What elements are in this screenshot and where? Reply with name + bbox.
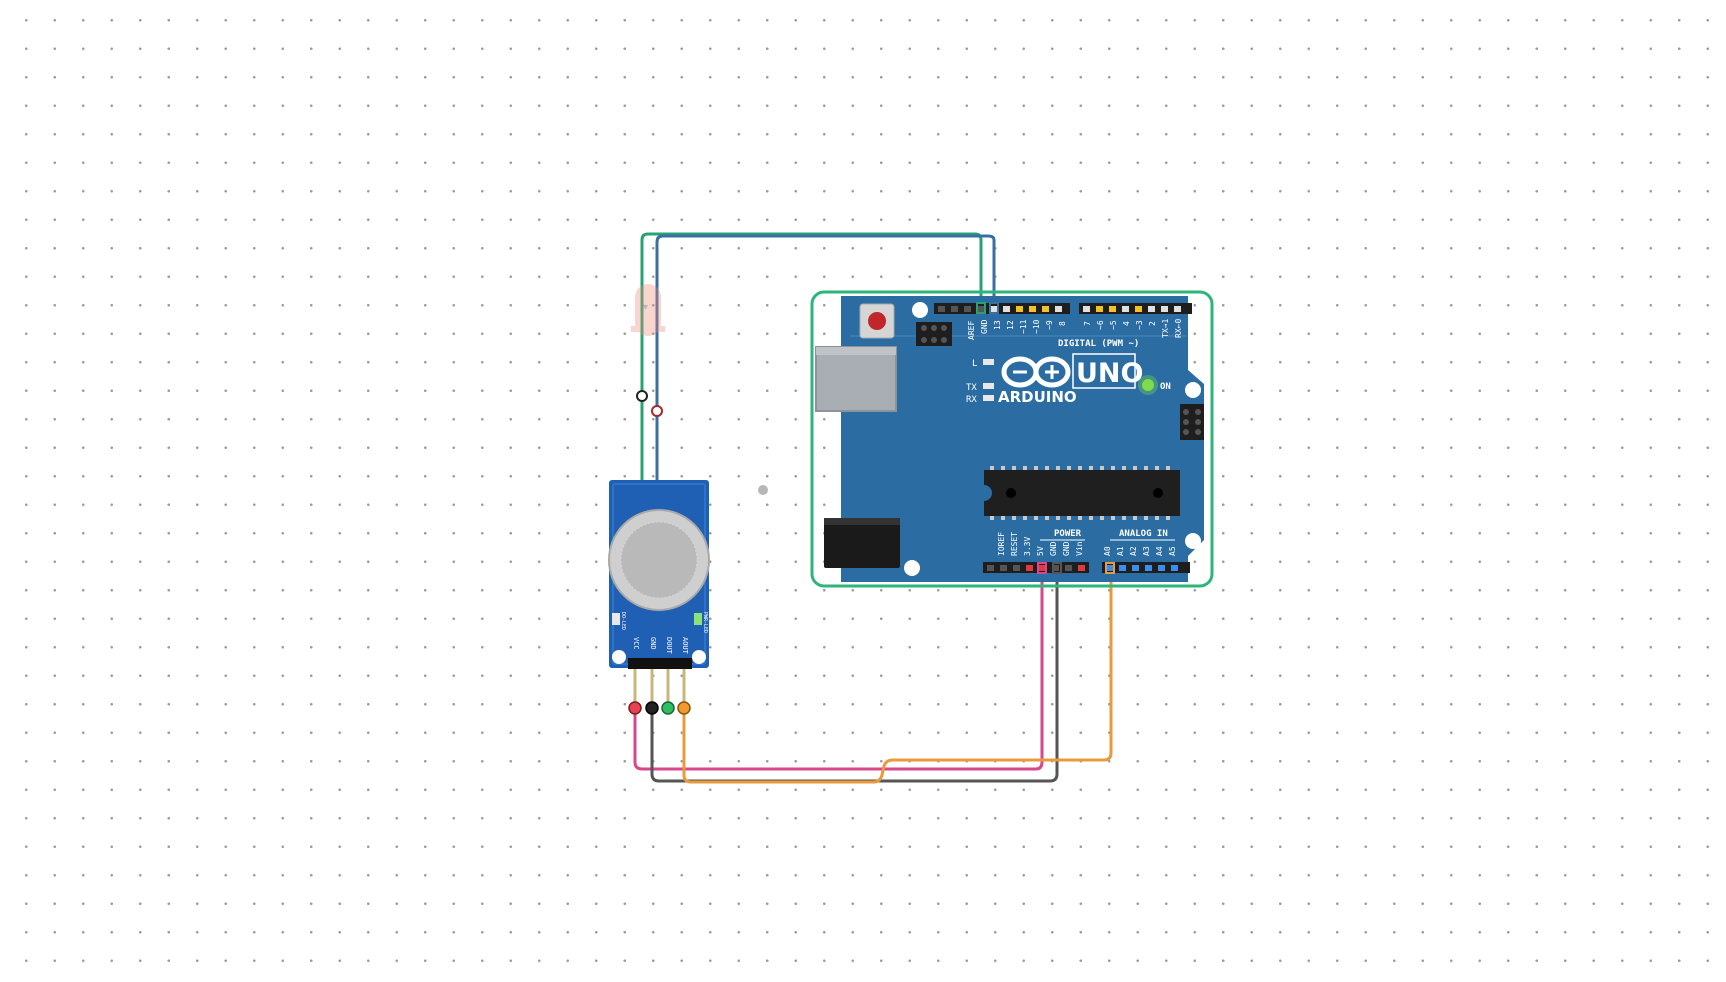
wire-green[interactable]: [640, 232, 983, 490]
pin-label-vin: Vin: [1075, 541, 1084, 556]
icsp-header-right: [1180, 404, 1204, 440]
pin-label-8: 8: [1058, 321, 1067, 326]
pin-label-2: 2: [1148, 321, 1157, 326]
pin-label-a0: A0: [1103, 546, 1112, 556]
digital-pin-sockets[interactable]: [938, 306, 1181, 312]
sensor-terminal-vcc[interactable]: [628, 701, 642, 715]
led-l: [983, 359, 994, 365]
wire-end-5v[interactable]: [1037, 562, 1047, 574]
digital-header-label: DIGITAL (PWM ~): [1058, 339, 1139, 349]
led-l-label: L: [972, 359, 977, 369]
sensor-terminal-gnd[interactable]: [645, 701, 659, 715]
pin-label-rx0: RX←0: [1174, 319, 1183, 338]
power-on-led: [1142, 379, 1154, 391]
pin-label-12: 12: [1006, 320, 1015, 330]
wire-end-gnd-top[interactable]: [976, 302, 986, 314]
sensor-pin-label-dout: DOUT: [665, 637, 673, 655]
pin-label-3: ~3: [1135, 320, 1144, 330]
board-model: UNO: [1076, 358, 1143, 389]
stray-point[interactable]: [758, 485, 768, 495]
led-component[interactable]: ▾: [631, 284, 665, 336]
pin-label-a5: A5: [1168, 546, 1177, 556]
atmega-chip: [984, 466, 1180, 520]
pin-label-5v: 5V: [1036, 546, 1045, 556]
pin-label-aref: AREF: [967, 321, 976, 340]
arduino-uno-board[interactable]: AREF GND 13 12 ~11 ~10 ~9 8 7 ~6 ~5 4 ~3…: [810, 290, 1214, 588]
sensor-pin-label-vcc: VCC: [632, 637, 640, 650]
wires: [633, 232, 1113, 784]
pin-label-a4: A4: [1155, 546, 1164, 556]
selection-outline: [810, 290, 1214, 588]
pin-label-a1: A1: [1116, 546, 1125, 556]
led-rx: [983, 395, 994, 401]
usb-port: [815, 346, 897, 412]
gas-sensor-module[interactable]: DO-LED PWR-LED VCC GND DOUT AOUT: [608, 480, 710, 706]
svg-text:▾: ▾: [643, 302, 648, 313]
led-anode-terminal[interactable]: [651, 405, 663, 417]
pin-label-11: ~11: [1019, 319, 1028, 334]
board-brand: ARDUINO: [998, 388, 1077, 406]
pin-label-6: ~6: [1096, 320, 1105, 330]
wire-end-pin13[interactable]: [989, 302, 999, 314]
pin-label-9: ~9: [1045, 320, 1054, 330]
analog-pin-sockets[interactable]: [1106, 565, 1178, 571]
led-cathode-terminal[interactable]: [636, 390, 648, 402]
wire-orange[interactable]: [682, 570, 1113, 784]
analog-header-label: ANALOG IN: [1119, 529, 1168, 539]
pin-label-reset: RESET: [1010, 532, 1019, 556]
pin-label-ioref: IOREF: [997, 532, 1006, 556]
sensor-pwr-led: [694, 613, 702, 625]
pin-label-gnd-top: GND: [980, 319, 989, 334]
wire-end-a0[interactable]: [1105, 562, 1115, 574]
arduino-logo-icon: [1001, 356, 1071, 388]
pin-label-a2: A2: [1129, 546, 1138, 556]
pin-label-tx1: TX→1: [1161, 319, 1170, 338]
wire-pink[interactable]: [633, 570, 1044, 771]
wire-blue[interactable]: [655, 234, 996, 490]
icsp-header-top: [916, 322, 952, 346]
pin-label-5: ~5: [1109, 320, 1118, 330]
sensor-pin-label-aout: AOUT: [681, 637, 689, 655]
sensor-pin-label-gnd: GND: [649, 637, 657, 650]
sensor-do-led: [612, 613, 620, 625]
pin-label-13: 13: [993, 320, 1002, 330]
led-tx: [983, 383, 994, 389]
led-rx-label: RX: [966, 395, 977, 405]
sensor-do-led-label: DO-LED: [620, 612, 626, 630]
pin-label-7: 7: [1083, 321, 1092, 326]
power-header-label: POWER: [1054, 529, 1082, 539]
led-tx-label: TX: [966, 383, 977, 393]
wire-gray[interactable]: [650, 570, 1059, 783]
pin-label-10: ~10: [1032, 319, 1041, 334]
pin-label-a3: A3: [1142, 546, 1151, 556]
pin-label-4: 4: [1122, 321, 1131, 326]
power-on-label: ON: [1160, 382, 1171, 392]
pin-label-gnd-2: GND: [1062, 541, 1071, 556]
sensor-terminal-aout[interactable]: [677, 701, 691, 715]
power-pin-sockets[interactable]: [987, 565, 1085, 571]
pin-label-gnd-1: GND: [1049, 541, 1058, 556]
wire-end-gnd-bottom[interactable]: [1052, 562, 1062, 574]
sensor-terminal-dout[interactable]: [661, 701, 675, 715]
sensor-pwr-led-label: PWR-LED: [702, 612, 708, 633]
pin-label-3v3: 3.3V: [1023, 537, 1032, 556]
power-jack: [824, 518, 900, 568]
